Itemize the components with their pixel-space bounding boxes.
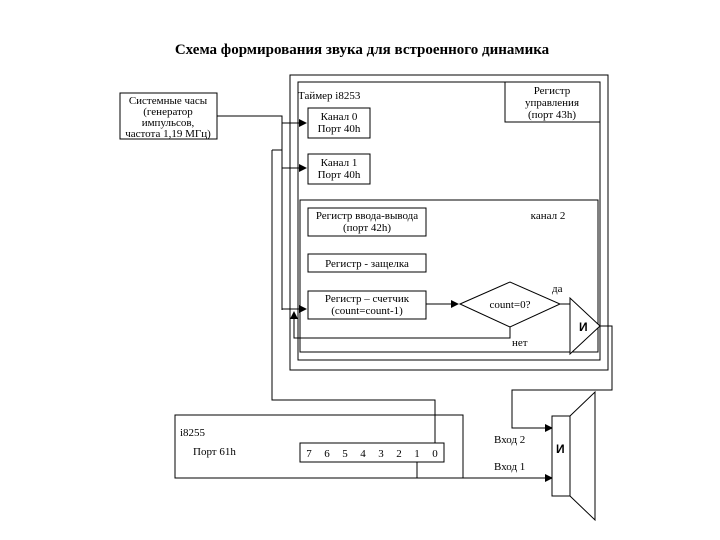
channel0-line1: Канал 0 [321, 111, 358, 123]
port-bit-5: 5 [342, 448, 348, 460]
channel0-line2: Порт 40h [318, 123, 361, 135]
clock-line2: (генератор [143, 106, 193, 118]
channel1-line2: Порт 40h [318, 169, 361, 181]
no-label: нет [512, 337, 528, 349]
speaker-and-label: И [556, 442, 565, 456]
port-bit-1: 1 [414, 448, 420, 460]
port-bit-3: 3 [378, 448, 384, 460]
clock-bus-line [217, 115, 283, 310]
gate-to-input2-arrow [511, 325, 613, 432]
port-bit-6: 6 [324, 448, 330, 460]
bit1-to-input1-arrow [416, 462, 553, 482]
decision-label: count=0? [489, 299, 530, 311]
bit0-gate-line [271, 310, 436, 443]
clock-line4: частота 1,19 МГц) [125, 128, 211, 140]
clock-line1: Системные часы [129, 95, 208, 107]
and-gate-timer [569, 296, 601, 356]
port-bit-0: 0 [432, 448, 438, 460]
channel0-box [307, 107, 371, 139]
port-bits-box [299, 442, 445, 463]
clock-line3: импульсов, [142, 117, 195, 129]
ppi-name: i8255 [180, 427, 206, 439]
timer-name: Таймер i8253 [298, 90, 361, 102]
speaker-and-block [551, 390, 596, 522]
port-bit-2: 2 [396, 448, 402, 460]
io-register-line2: (порт 42h) [343, 222, 391, 234]
counter-register-line2: (count=count-1) [331, 305, 403, 317]
channel1-box [307, 153, 371, 185]
channel2-label: канал 2 [531, 210, 566, 222]
channel2-box [299, 199, 599, 353]
yes-label: да [552, 283, 563, 295]
latch-register-box [307, 253, 427, 273]
ppi-port: Порт 61h [193, 446, 236, 458]
system-clock-box [119, 92, 218, 140]
control-register-line3: (порт 43h) [528, 109, 576, 121]
latch-register-label: Регистр - защелка [325, 258, 409, 270]
speaker-input2-label: Вход 2 [494, 434, 525, 446]
io-register-line1: Регистр ввода-вывода [316, 210, 418, 222]
channel1-line1: Канал 1 [321, 157, 358, 169]
control-register-line2: управления [525, 97, 579, 109]
counter-register-line1: Регистр – счетчик [325, 293, 410, 305]
counter-register-box [307, 290, 427, 320]
speaker-input1-label: Вход 1 [494, 461, 525, 473]
diagram-title: Схема формирования звука для встроенного… [175, 42, 550, 58]
port-bit-4: 4 [360, 448, 366, 460]
no-feedback-line [290, 311, 511, 339]
control-register-box [504, 81, 601, 123]
control-register-line1: Регистр [534, 85, 571, 97]
port-bit-7: 7 [306, 448, 312, 460]
and-gate-timer-label: И [579, 320, 588, 334]
io-register-box [307, 207, 427, 237]
